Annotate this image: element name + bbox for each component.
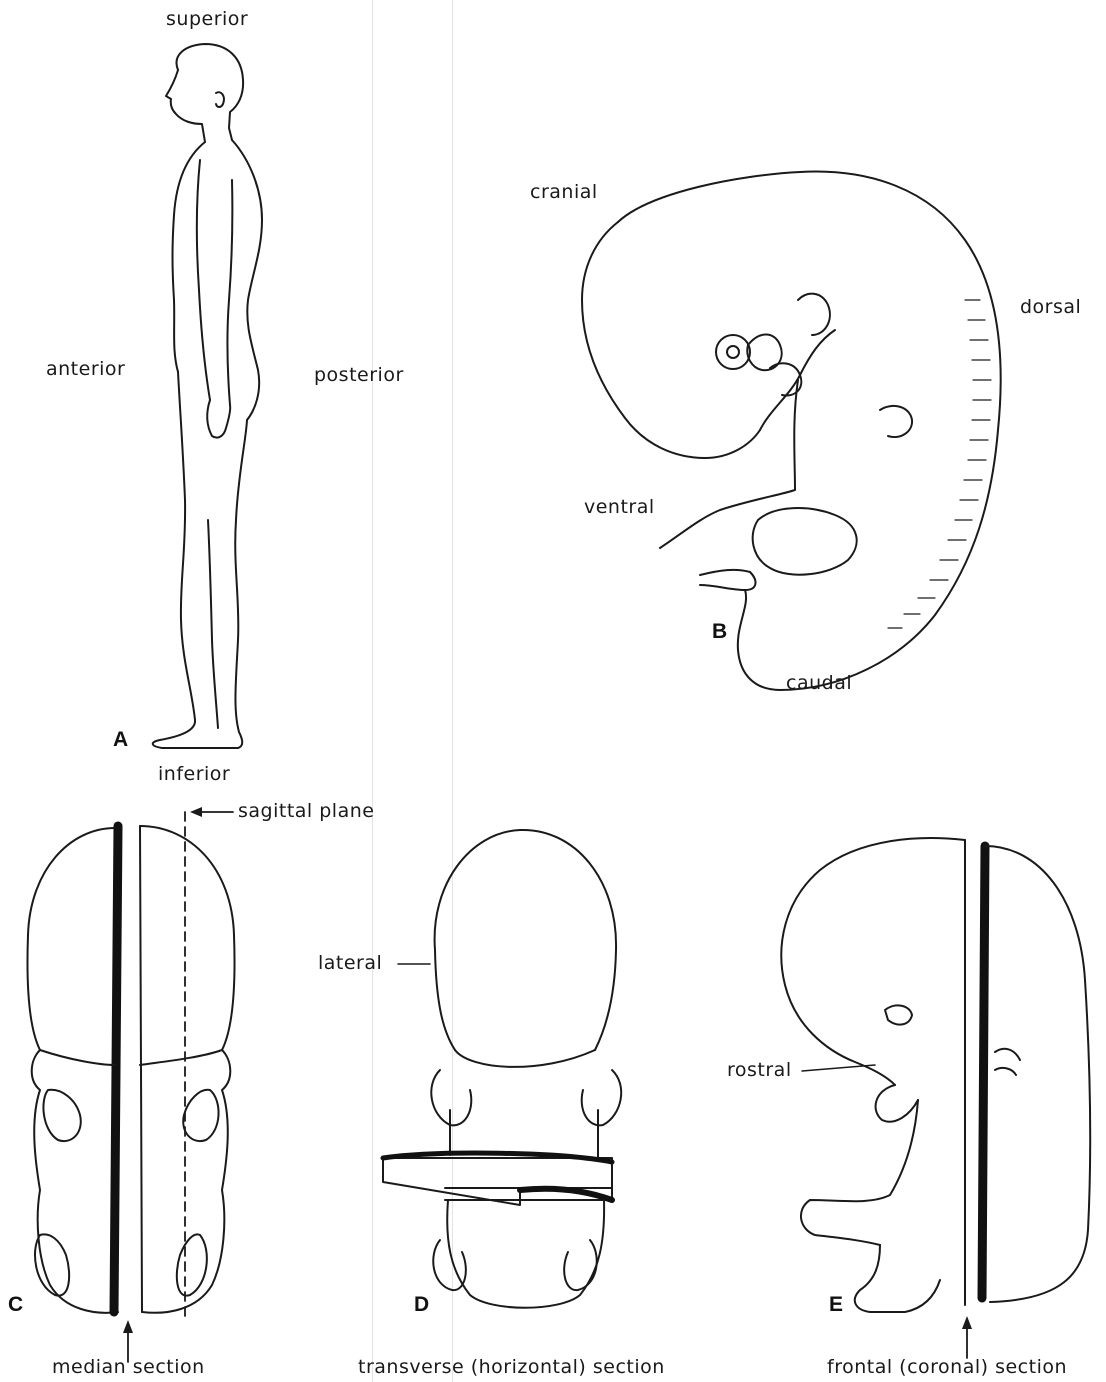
section-arrows [123, 807, 972, 1362]
panel-label-d: D [414, 1293, 429, 1317]
label-ventral: ventral [584, 496, 655, 518]
panel-label-c: C [8, 1293, 23, 1317]
embryo-median-section [28, 812, 235, 1318]
label-median-section: median section [52, 1356, 205, 1378]
label-superior: superior [166, 8, 248, 30]
panel-label-b: B [712, 620, 727, 644]
embryo-lateral [582, 172, 1001, 690]
label-posterior: posterior [314, 364, 404, 386]
label-cranial: cranial [530, 181, 598, 203]
label-inferior: inferior [158, 763, 230, 785]
embryo-transverse-section [383, 830, 621, 1308]
label-frontal-section: frontal (coronal) section [827, 1356, 1067, 1378]
label-rostral: rostral [727, 1059, 792, 1081]
panel-label-e: E [829, 1293, 843, 1317]
label-sagittal-plane: sagittal plane [238, 800, 374, 822]
label-dorsal: dorsal [1020, 296, 1081, 318]
adult-figure [153, 44, 262, 748]
label-anterior: anterior [46, 358, 125, 380]
embryo-frontal-section [781, 838, 1090, 1312]
panel-label-a: A [113, 728, 128, 752]
label-lateral: lateral [318, 952, 382, 974]
label-transverse-section: transverse (horizontal) section [358, 1356, 665, 1378]
label-caudal: caudal [786, 672, 852, 694]
